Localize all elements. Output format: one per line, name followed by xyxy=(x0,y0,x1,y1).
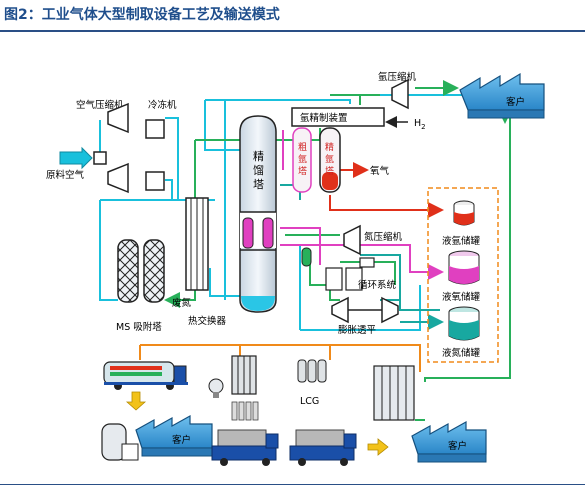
customer-top-building-icon xyxy=(459,72,545,111)
customer-bottom-left-group: 客户 xyxy=(135,414,213,457)
argon-refining-box xyxy=(291,107,385,127)
tank-truck-icon xyxy=(103,361,188,390)
cylinder-truck-1-icon xyxy=(211,429,279,466)
cylinder-rack-icon xyxy=(231,355,257,395)
waste-nitrogen-label: 废氮 xyxy=(172,297,192,309)
ms-tower-label: MS 吸附塔 xyxy=(116,321,162,333)
large-storage-rack-icon xyxy=(373,365,415,421)
ms-tower-2-icon xyxy=(143,239,165,303)
column-char-1: 精 xyxy=(253,150,264,163)
customer-bottom-right-label: 客户 xyxy=(448,440,467,452)
chiller-1-icon xyxy=(145,119,165,139)
delivery-right-arrow-icon xyxy=(367,438,389,456)
argon-refining-group: 氩精制装置 H2 氩压缩机 xyxy=(291,71,426,131)
nitrogen-compressor-icon xyxy=(343,224,361,256)
expander-label: 膨胀透平 xyxy=(338,324,377,336)
cycle-box-2-icon xyxy=(345,267,363,291)
gas-cylinders-icon xyxy=(231,401,259,421)
condenser-right-icon xyxy=(262,217,274,249)
raw-air-arrow-icon xyxy=(59,146,93,170)
ms-tower-1-icon xyxy=(117,239,139,303)
expander-right-icon xyxy=(381,296,399,324)
cycle-valve-icon xyxy=(359,257,375,268)
pure-argon-char-1: 精 xyxy=(325,141,334,153)
distillation-column-group: 精 馏 塔 xyxy=(239,115,277,313)
argon-tower-group: 粗 氩 塔 精 氩 塔 氧气 xyxy=(292,127,390,193)
nitrogen-tank-label: 液氮储罐 xyxy=(442,347,481,359)
condenser-left-icon xyxy=(242,217,254,249)
h2-label: H2 xyxy=(414,118,426,131)
nitrogen-compressor-label: 氮压缩机 xyxy=(364,231,403,243)
column-char-2: 馏 xyxy=(253,163,264,177)
logistics-group: 客户 xyxy=(101,355,487,466)
expander-left-icon xyxy=(331,296,349,324)
crude-argon-char-2: 氩 xyxy=(298,153,307,165)
air-compressor-2-icon xyxy=(107,162,129,194)
customer-vessel-icon xyxy=(101,423,139,461)
pipes xyxy=(99,80,513,421)
air-compressor-label: 空气压缩机 xyxy=(76,99,124,111)
customer-bottom-right-group: 客户 xyxy=(411,420,487,463)
title-rule xyxy=(0,30,585,32)
customer-top-group: 客户 xyxy=(459,72,545,119)
oxygen-tank-label: 液氧储罐 xyxy=(442,291,481,303)
chiller-2-icon xyxy=(145,171,165,191)
customer-top-label: 客户 xyxy=(506,96,525,108)
crude-argon-char-1: 粗 xyxy=(298,141,307,153)
pure-argon-char-2: 氩 xyxy=(325,153,334,165)
raw-air-label: 原料空气 xyxy=(46,169,85,181)
customer-bottom-left-label: 客户 xyxy=(172,434,191,446)
column-liquid-icon xyxy=(241,296,275,311)
air-compressor-1-icon xyxy=(107,102,129,134)
storage-dashed-box xyxy=(427,187,499,363)
cycle-box-1-icon xyxy=(325,267,343,291)
figure-title: 图2：工业气体大型制取设备工艺及输送模式 xyxy=(4,7,280,23)
crude-argon-char-3: 塔 xyxy=(298,165,307,177)
bottom-rule xyxy=(0,484,585,485)
separator-icon xyxy=(301,247,312,267)
lcg-label: LCG xyxy=(300,396,319,407)
storage-tank-group: 液氩储罐 液氧储罐 液氮储罐 xyxy=(427,187,499,363)
argon-refining-label: 氩精制装置 xyxy=(300,112,348,124)
air-filter-icon xyxy=(93,151,107,165)
column-char-3: 塔 xyxy=(253,178,264,191)
chiller-label: 冷冻机 xyxy=(148,99,177,111)
small-cylinder-icon xyxy=(208,378,224,398)
lcg-cylinders-icon xyxy=(297,359,327,383)
heat-exchanger-label: 热交换器 xyxy=(188,315,227,327)
truck-down-arrow-icon xyxy=(125,391,147,411)
air-compressor-group: 空气压缩机 冷冻机 原料空气 xyxy=(46,99,177,194)
nitrogen-cycle-group: 氮压缩机 循环系统 膨胀透平 xyxy=(301,224,403,336)
argon-tank-label: 液氩储罐 xyxy=(442,235,481,247)
argon-compressor-top-icon xyxy=(391,78,409,110)
cycle-system-label: 循环系统 xyxy=(358,279,397,291)
cylinder-truck-2-icon xyxy=(289,429,357,466)
ms-adsorber-group: MS 吸附塔 xyxy=(116,239,165,333)
pure-argon-char-3: 塔 xyxy=(325,165,334,177)
crude-argon-tower-icon xyxy=(292,127,312,193)
oxygen-label: 氧气 xyxy=(370,165,390,177)
heat-exchanger-group: 废氮 热交换器 xyxy=(172,197,227,327)
argon-compressor-top-label: 氩压缩机 xyxy=(378,71,417,83)
